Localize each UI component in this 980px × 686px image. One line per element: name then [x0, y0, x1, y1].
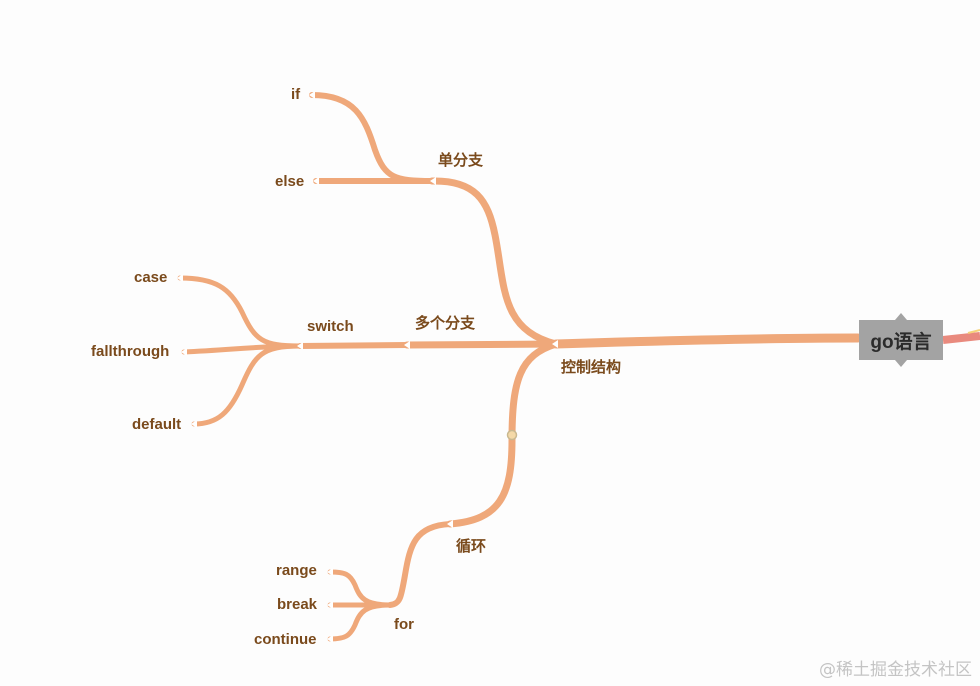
branch-loop-for	[387, 521, 453, 608]
marker-loop	[447, 520, 453, 528]
root-node[interactable]: go语言	[859, 313, 943, 367]
collapse-handle[interactable]	[506, 429, 518, 441]
node-continue[interactable]: continue	[254, 631, 317, 648]
watermark: @稀土掘金技术社区	[819, 660, 972, 680]
marker-fallthrough	[181, 348, 187, 356]
marker-multi	[404, 341, 410, 349]
marker-if	[309, 91, 315, 99]
marker-else	[313, 177, 319, 185]
node-control-structure[interactable]: 控制结构	[561, 359, 622, 376]
branch-arrow-markers	[177, 91, 558, 643]
branch-control-single	[428, 177, 560, 348]
node-if[interactable]: if	[291, 86, 301, 103]
marker-continue	[327, 635, 333, 643]
node-loop[interactable]: 循环	[456, 538, 487, 555]
branch-control-multi	[403, 340, 560, 349]
branch-switch-default	[191, 343, 303, 427]
marker-control	[552, 340, 558, 348]
node-multi-branch[interactable]: 多个分支	[415, 315, 476, 332]
node-for[interactable]: for	[394, 616, 414, 633]
node-fallthrough[interactable]: fallthrough	[91, 343, 170, 360]
node-switch[interactable]: switch	[307, 318, 354, 335]
node-break[interactable]: break	[277, 596, 318, 613]
branch-multi-switch	[297, 342, 410, 349]
marker-case	[177, 274, 183, 282]
marker-default	[191, 420, 197, 428]
marker-switch	[297, 342, 303, 350]
root-node-label: go语言	[870, 331, 932, 353]
node-else[interactable]: else	[275, 173, 305, 190]
branch-single-if	[309, 92, 435, 184]
node-single-branch[interactable]: 单分支	[438, 152, 484, 169]
node-range[interactable]: range	[276, 562, 317, 579]
branch-control-loop	[446, 340, 560, 528]
marker-single	[430, 177, 436, 185]
branch-for-continue	[327, 602, 393, 642]
marker-range	[327, 568, 333, 576]
branch-root-control	[551, 333, 863, 349]
node-case[interactable]: case	[134, 269, 168, 286]
root-right-connector-accent	[967, 329, 980, 334]
branch-for-range	[327, 569, 393, 608]
node-default[interactable]: default	[132, 416, 182, 433]
marker-break	[327, 601, 333, 609]
branch-switch-case	[177, 275, 303, 349]
root-right-connector	[942, 332, 980, 344]
